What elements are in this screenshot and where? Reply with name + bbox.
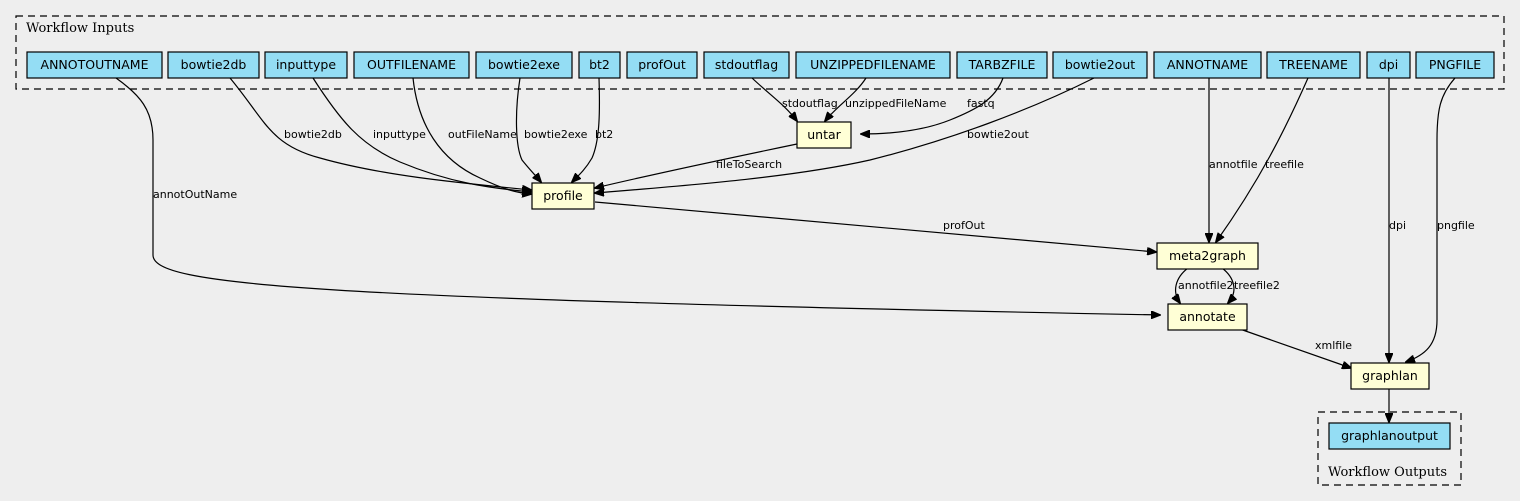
step-untar[interactable]: untar <box>796 121 852 149</box>
input-tarbzfile[interactable]: TARBZFILE <box>956 51 1048 79</box>
edge-annotate-graphlan: xmlfile <box>1236 327 1352 368</box>
workflow-inputs-title: Workflow Inputs <box>26 21 134 36</box>
input-profout-label: profOut <box>638 57 686 72</box>
input-bowtie2db[interactable]: bowtie2db <box>167 51 260 79</box>
output-graphlanoutput[interactable]: graphlanoutput <box>1328 422 1451 450</box>
edge-label-dpi: dpi <box>1389 219 1406 232</box>
input-inputtype-label: inputtype <box>276 57 336 72</box>
edge-label-bowtie2out: bowtie2out <box>967 128 1030 141</box>
input-bowtie2exe[interactable]: bowtie2exe <box>475 51 573 79</box>
edge-label-inputtype: inputtype <box>373 128 426 141</box>
input-tarbzfile-label: TARBZFILE <box>968 57 1036 72</box>
edge-outfilename-profile: outFileName <box>412 77 531 194</box>
input-bt2-label: bt2 <box>589 57 610 72</box>
edge-inputtype-profile: inputtype <box>312 77 531 192</box>
edge-treename-meta2graph: treefile <box>1216 77 1309 242</box>
edge-meta2graph-annotate-1: annotfile2 <box>1176 267 1233 303</box>
input-nodes: ANNOTOUTNAME bowtie2db inputtype OUTFILE… <box>26 51 1495 79</box>
input-dpi-label: dpi <box>1379 57 1398 72</box>
workflow-outputs-title: Workflow Outputs <box>1328 465 1447 480</box>
input-unzippedfilename-label: UNZIPPEDFILENAME <box>810 57 936 72</box>
input-treename-label: TREENAME <box>1278 57 1348 72</box>
edge-label-unzippedfilename: unzippedFileName <box>845 97 947 110</box>
edge-bowtie2exe-profile: bowtie2exe <box>515 77 588 182</box>
step-annotate[interactable]: annotate <box>1167 303 1248 331</box>
input-bowtie2exe-label: bowtie2exe <box>488 57 560 72</box>
workflow-inputs-cluster: Workflow Inputs <box>15 15 1505 90</box>
step-graphlan-label: graphlan <box>1362 368 1418 383</box>
input-profout[interactable]: profOut <box>626 51 698 79</box>
edge-annotoutname-annotate: annotOutName <box>115 77 1160 315</box>
edge-label-xmlfile: xmlfile <box>1315 339 1352 352</box>
input-bowtie2out-label: bowtie2out <box>1065 57 1135 72</box>
edge-label-bowtie2db: bowtie2db <box>284 128 342 141</box>
edge-label-treefile: treefile <box>1265 158 1304 171</box>
input-annotname[interactable]: ANNOTNAME <box>1153 51 1262 79</box>
step-nodes: untar profile meta2graph annotate graphl… <box>531 121 1430 390</box>
input-dpi[interactable]: dpi <box>1366 51 1411 79</box>
input-stdoutflag-label: stdoutflag <box>715 57 778 72</box>
step-meta2graph-label: meta2graph <box>1169 248 1246 263</box>
input-inputtype[interactable]: inputtype <box>264 51 348 79</box>
edge-tarbz-untar: fastq <box>861 77 1004 134</box>
edge-pngfile-graphlan: pngfile <box>1406 77 1475 362</box>
edge-label-outfilename: outFileName <box>448 128 517 141</box>
edge-label-annotoutname: annotOutName <box>153 188 237 201</box>
edge-label-fastq: fastq <box>967 97 995 110</box>
edge-bt2-profile: bt2 <box>572 77 613 182</box>
input-annotoutname-label: ANNOTOUTNAME <box>41 57 149 72</box>
edge-label-filetosearch: fileToSearch <box>716 158 782 171</box>
input-stdoutflag[interactable]: stdoutflag <box>703 51 790 79</box>
input-unzippedfilename[interactable]: UNZIPPEDFILENAME <box>795 51 951 79</box>
edge-label-annotfile2: annotfile2 <box>1178 279 1233 292</box>
edge-unzipped-untar: unzippedFileName <box>825 77 947 121</box>
edge-meta2graph-annotate-2: treefile2 <box>1221 267 1280 303</box>
edges: annotOutName bowtie2db inputtype outFile… <box>115 77 1475 422</box>
input-bowtie2out[interactable]: bowtie2out <box>1052 51 1148 79</box>
input-bt2[interactable]: bt2 <box>578 51 621 79</box>
edge-profile-meta2graph: profOut <box>594 201 1156 252</box>
edge-label-stdoutflag: stdoutflag <box>782 97 838 110</box>
workflow-outputs-cluster: Workflow Outputs <box>1317 411 1462 486</box>
input-outfilename[interactable]: OUTFILENAME <box>353 51 470 79</box>
input-pngfile-label: PNGFILE <box>1429 57 1481 72</box>
edge-label-bowtie2exe: bowtie2exe <box>524 128 588 141</box>
output-graphlanoutput-label: graphlanoutput <box>1341 428 1438 443</box>
edge-label-annotfile: annotfile <box>1209 158 1258 171</box>
step-untar-label: untar <box>807 127 841 142</box>
edge-label-bt2: bt2 <box>595 128 613 141</box>
edge-untar-profile: fileToSearch <box>595 143 798 188</box>
edge-bowtie2out-profile: bowtie2out <box>595 77 1095 193</box>
input-annotname-label: ANNOTNAME <box>1167 57 1248 72</box>
input-outfilename-label: OUTFILENAME <box>367 57 456 72</box>
edge-dpi-graphlan: dpi <box>1389 78 1406 362</box>
edge-label-pngfile: pngfile <box>1437 219 1475 232</box>
step-profile-label: profile <box>543 188 583 203</box>
edge-annotname-meta2graph: annotfile <box>1209 78 1258 242</box>
input-annotoutname[interactable]: ANNOTOUTNAME <box>26 51 163 79</box>
output-nodes: graphlanoutput <box>1328 422 1451 450</box>
step-meta2graph[interactable]: meta2graph <box>1156 242 1259 270</box>
step-annotate-label: annotate <box>1179 309 1236 324</box>
edge-stdoutflag-untar: stdoutflag <box>751 77 838 121</box>
edge-label-profout: profOut <box>943 219 985 232</box>
input-bowtie2db-label: bowtie2db <box>181 57 247 72</box>
input-pngfile[interactable]: PNGFILE <box>1415 51 1495 79</box>
input-treename[interactable]: TREENAME <box>1266 51 1361 79</box>
step-graphlan[interactable]: graphlan <box>1350 362 1430 390</box>
edge-label-treefile2: treefile2 <box>1234 279 1280 292</box>
step-profile[interactable]: profile <box>531 182 595 210</box>
